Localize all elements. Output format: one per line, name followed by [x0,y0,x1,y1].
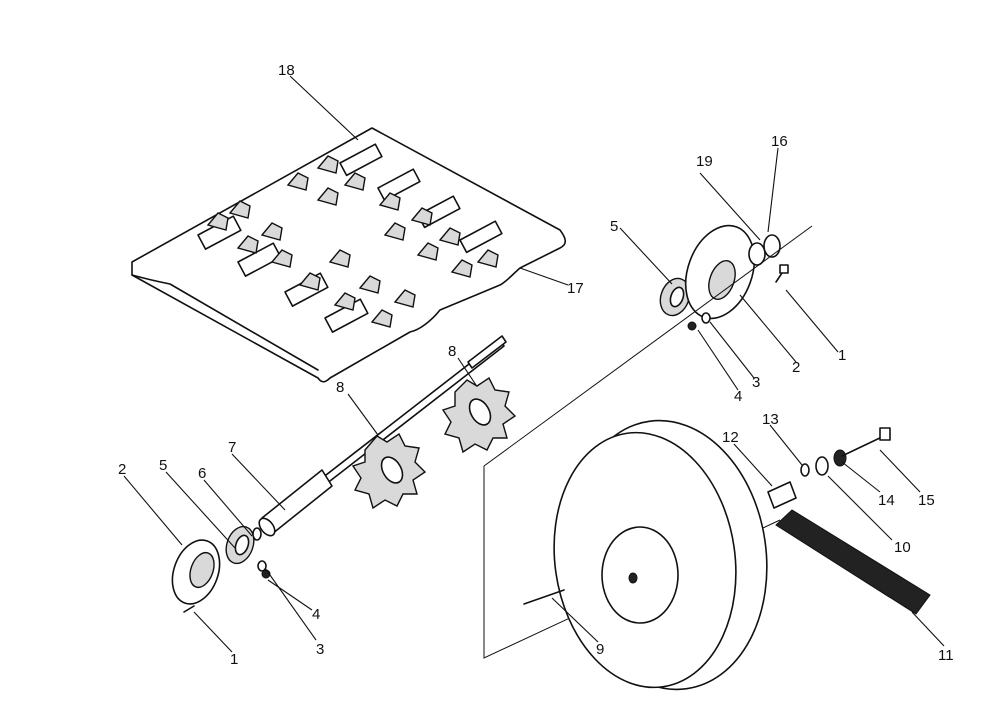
callout-labels: 18 17 19 16 5 1 2 3 4 8 8 7 6 5 2 4 3 1 … [118,62,954,668]
sprocket-part-8-rear [441,376,517,454]
callout-14: 14 [878,492,895,509]
callout-13: 13 [762,411,779,428]
washer-part-13 [800,463,810,477]
bearing-housing-part-2-left [171,539,221,605]
ring-part-19 [748,242,766,266]
callout-4-left: 4 [312,606,320,623]
ring-part-16 [763,234,781,258]
callout-3-right: 3 [752,374,760,391]
lockwasher-part-14 [833,449,847,467]
washer-part-10 [815,456,829,476]
callout-9: 9 [596,641,604,658]
callout-4-right: 4 [734,388,742,405]
callout-12: 12 [722,429,739,446]
drive-shaft-part-7 [258,335,507,537]
callout-19: 19 [696,153,713,170]
callout-7: 7 [228,439,236,456]
callout-1-right: 1 [838,347,846,364]
screw-part-1-right [775,264,789,283]
nut-part-4-right [687,321,697,331]
washer-part-3-left [257,560,267,572]
callout-8-rear: 8 [448,343,456,360]
washer-part-3-right [701,312,711,324]
callout-3-left: 3 [316,641,324,658]
callout-10: 10 [894,539,911,556]
callout-18: 18 [278,62,295,79]
callout-1-left: 1 [230,651,238,668]
callout-11: 11 [938,647,954,664]
spacer-part-12 [767,481,797,509]
bolt-part-15 [841,427,891,457]
screw-part-1-left [183,605,195,613]
callout-16: 16 [771,133,788,150]
sprocket-part-8-front [351,432,427,510]
callout-8-front: 8 [336,379,344,396]
leader-lines [123,75,945,653]
bearing-part-5-right [659,277,691,317]
callout-5-right: 5 [610,218,618,235]
bearing-housing-part-2-right [684,224,756,320]
callout-2-right: 2 [792,359,800,376]
bearing-part-5-left [225,525,255,565]
callout-17: 17 [567,280,584,297]
callout-2-left: 2 [118,461,126,478]
collar-part-6 [252,527,262,541]
callout-6: 6 [198,465,206,482]
callout-5-left: 5 [159,457,167,474]
callout-15: 15 [918,492,935,509]
track-belt-part-18 [131,127,567,383]
pulley-part-9 [523,419,768,691]
belt-part-11 [775,509,931,615]
